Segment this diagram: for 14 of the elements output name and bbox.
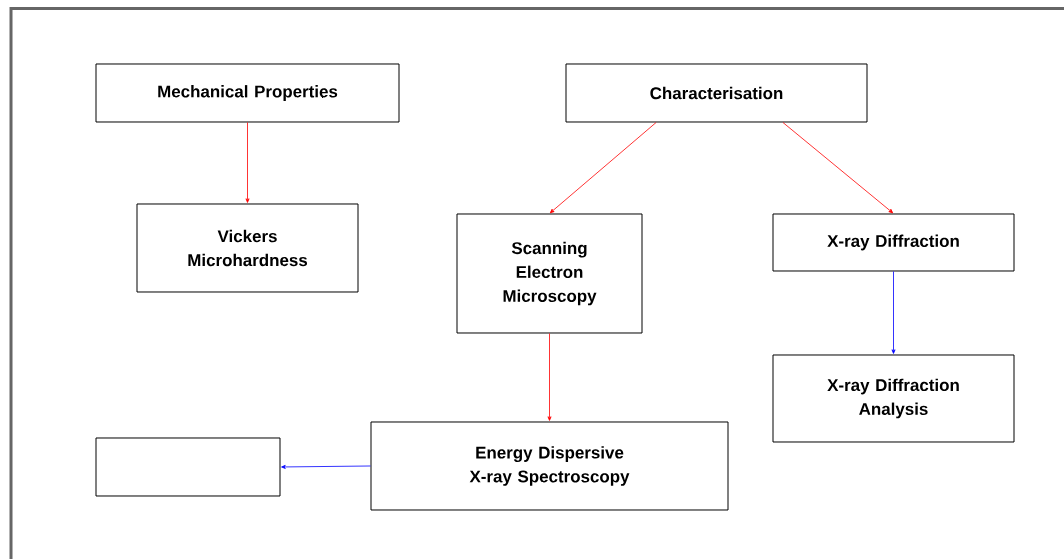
text-box: Mechanical Properties — [95, 63, 400, 123]
arrow — [245, 122, 250, 203]
arrow — [547, 333, 552, 421]
text-box: Characterisation — [565, 63, 868, 123]
arrow — [782, 122, 894, 214]
arrow — [549, 122, 657, 214]
text-box: Energy Dispersive X-ray Spectroscopy — [370, 421, 729, 511]
text-box: X-ray Diffraction — [772, 213, 1015, 272]
text-box: X-ray Diffraction Analysis — [772, 354, 1015, 443]
empty-box — [95, 437, 281, 497]
text-box: Scanning Electron Microscopy — [456, 213, 643, 334]
arrow — [281, 464, 371, 469]
arrow — [891, 271, 896, 354]
text-box: Vickers Microhardness — [136, 203, 359, 293]
